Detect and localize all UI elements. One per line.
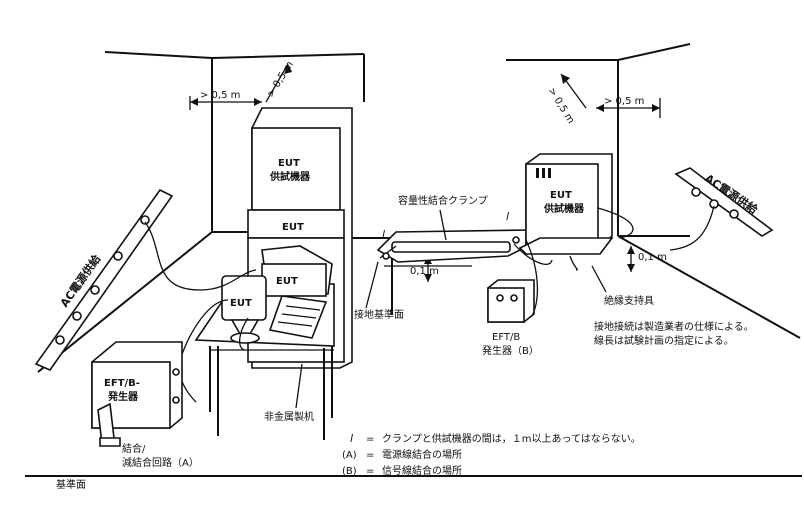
legend-key-3: (B) — [342, 466, 357, 477]
eut-tower-label: EUT — [278, 158, 300, 169]
dim-right-depth: > 0,5 m — [545, 86, 576, 126]
clamp-label: 容量性結合クランプ — [398, 194, 488, 207]
legend: l = クランプと供試機器の間は，１m以上あってはならない。 (A) = 電源線… — [342, 432, 641, 477]
leader-lines — [295, 209, 607, 409]
insulating-support-label: 絶縁支持具 — [604, 294, 654, 307]
dim-clamp-gap: 0,1 m — [410, 266, 439, 277]
note-line-2: 線長は試験計画の指定による。 — [594, 334, 734, 347]
coupling-label: 結合/ — [122, 442, 146, 455]
left-keyboard — [268, 295, 328, 339]
dimension-arrows — [189, 63, 661, 282]
right-generator-label: EFT/B — [492, 332, 520, 343]
legend-text-3: 信号線結合の場所 — [382, 464, 462, 477]
dim-right-wall: > 0,5 m — [604, 96, 644, 107]
eut-mid-label: EUT — [282, 222, 304, 233]
clamp-marker: l — [506, 210, 509, 223]
coupling-sublabel: 減結合回路（A） — [122, 456, 199, 469]
legend-eq-2: = — [366, 450, 374, 461]
eut-printer-label: EUT — [276, 276, 298, 287]
legend-eq-3: = — [366, 466, 374, 477]
reference-plane-label: 基準面 — [56, 478, 86, 491]
right-room-walls — [506, 43, 801, 339]
left-ac-supply-rail — [34, 188, 174, 371]
left-generator-sublabel: 発生器 — [107, 390, 139, 403]
eut-monitor-label: EUT — [230, 298, 252, 309]
dim-left-depth: > 0,5 m — [265, 60, 296, 100]
note-line-1: 接地接続は製造業者の仕様による。 — [594, 320, 754, 333]
right-eut-sublabel: 供試機器 — [543, 202, 585, 215]
right-ac-supply-rail — [674, 167, 774, 237]
right-eft-generator — [487, 279, 535, 323]
ground-reference-plane — [376, 229, 529, 263]
left-eft-generator — [91, 341, 183, 447]
right-cables — [513, 205, 715, 317]
legend-text-2: 電源線結合の場所 — [382, 448, 462, 461]
ground-plane-label: 接地基準面 — [354, 308, 404, 321]
right-eut-label: EUT — [550, 190, 572, 201]
eut-tower-sublabel: 供試機器 — [269, 170, 311, 183]
left-generator-label: EFT/B- — [104, 378, 140, 389]
right-generator-sublabel: 発生器（B） — [482, 344, 539, 357]
left-eut-monitor — [221, 275, 267, 344]
legend-key-1: l — [350, 432, 353, 445]
dim-right-gap: 0,1 m — [638, 252, 667, 263]
right-eut-cabinet — [518, 153, 614, 255]
dim-left-wall: > 0,5 m — [200, 90, 240, 101]
legend-key-2: (A) — [342, 450, 357, 461]
clamp-marker-2: l — [382, 228, 385, 241]
left-room-walls — [37, 51, 393, 373]
table-label: 非金属製机 — [264, 410, 314, 423]
legend-eq-1: = — [366, 434, 374, 445]
left-eut-printer — [261, 245, 333, 297]
legend-text-1: クランプと供試機器の間は，１m以上あってはならない。 — [382, 432, 641, 445]
